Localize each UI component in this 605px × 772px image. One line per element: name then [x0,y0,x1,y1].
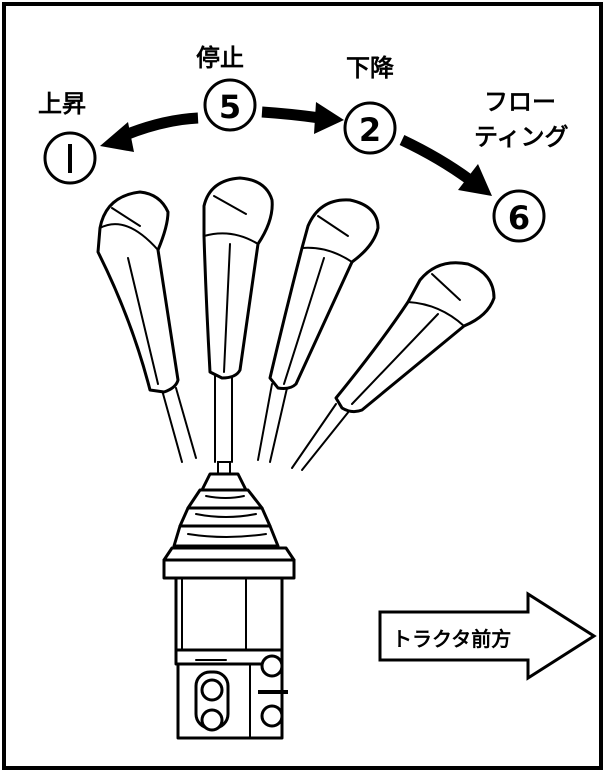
label-lower: 下降 [346,54,395,82]
lever-handle-raise [96,190,197,463]
position-marker-lower: 2 ② [343,101,397,155]
control-valve-box [162,546,296,740]
lever-handle-lower [257,198,380,463]
label-raise: 上昇 [38,90,86,118]
svg-text:6: 6 [508,199,530,237]
label-tractor-forward: トラクタ前方 [392,627,511,651]
svg-text:5: 5 [219,88,241,126]
arrow-stop-to-lower [261,102,344,134]
label-stop: 停止 [196,44,244,72]
rubber-boot [172,472,280,548]
position-marker-raise: ① [43,131,97,185]
lever-handle-floating [291,261,496,471]
position-marker-stop: 5 ⑤ [203,78,257,132]
arrow-lower-to-floating [399,135,492,196]
arrow-stop-to-raise [100,112,199,152]
tractor-forward-arrow: トラクタ前方 [378,591,597,681]
label-floating-line1: フロー [484,88,556,116]
lever-handle-stop [202,176,274,463]
svg-text:2: 2 [359,111,381,149]
position-marker-floating: 6 ⑥ [492,189,546,243]
label-floating-line2: ティング [474,123,569,151]
